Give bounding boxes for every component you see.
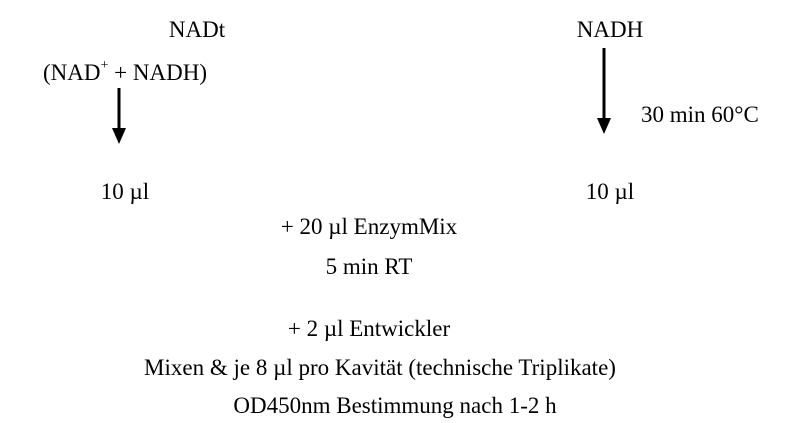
right-arrow [597,48,611,134]
right-arrow-head [597,118,611,134]
enzyme-incubation-time: 5 min RT [325,254,413,279]
enzyme-mix-step: + 20 µl EnzymMix [280,214,458,239]
right-incubation-step: 30 min 60°C [641,102,759,127]
right-sample-title: NADH [576,17,644,42]
left-composition-suffix: + NADH) [108,60,207,85]
left-arrow-head [112,128,126,144]
developer-step: + 2 µl Entwickler [287,316,451,341]
measurement-step: OD450nm Bestimmung nach 1-2 h [233,393,557,418]
left-sample-composition: (NAD+ + NADH) [43,58,207,85]
left-arrow [112,88,126,144]
left-composition-prefix: (NAD [43,60,101,85]
nad-plus-superscript: + [100,58,109,73]
mixing-step: Mixen & je 8 µl pro Kavität (technische … [144,355,616,380]
left-sample-volume: 10 µl [100,179,150,204]
left-sample-title: NADt [168,17,226,42]
right-sample-volume: 10 µl [585,179,635,204]
